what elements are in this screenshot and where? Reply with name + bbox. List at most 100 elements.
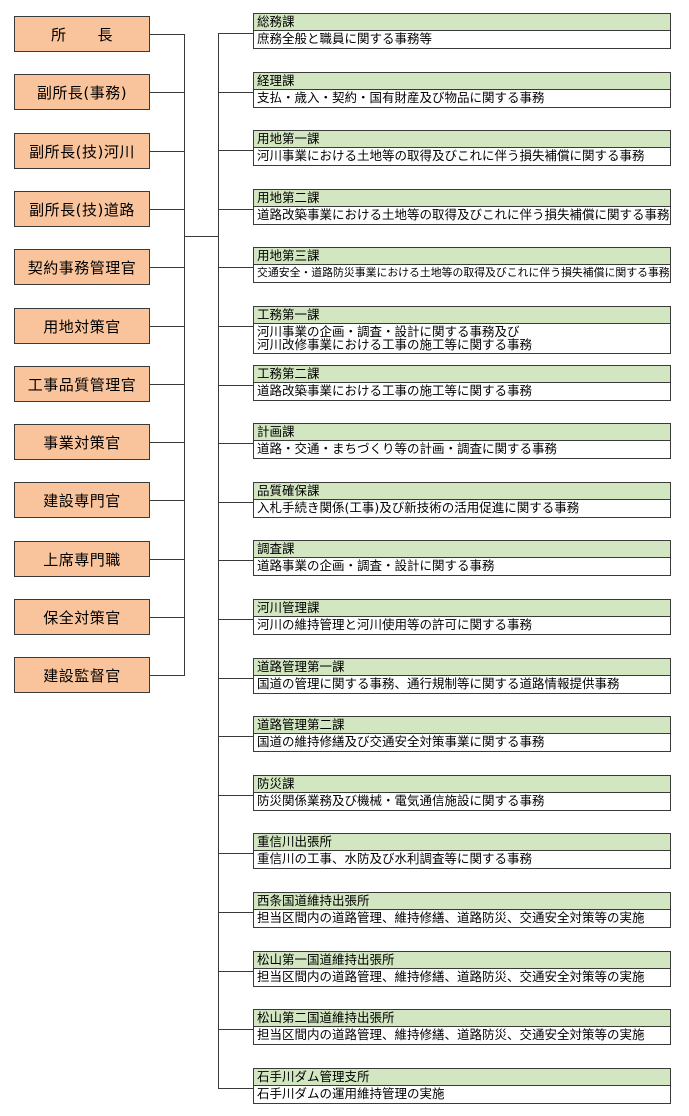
unit-connector [218, 443, 253, 444]
unit-name: 品質確保課 [253, 482, 671, 500]
unit-name: 計画課 [253, 423, 671, 441]
unit-name: 石手川ダム管理支所 [253, 1068, 671, 1086]
unit-duty: 道路・交通・まちづくり等の計画・調査に関する事務 [253, 441, 671, 459]
unit-name: 松山第一国道維持出張所 [253, 951, 671, 969]
officer-connector [150, 326, 184, 327]
officer-box: 事業対策官 [14, 424, 150, 460]
officer-connector [150, 151, 184, 152]
unit-connector [218, 678, 253, 679]
officer-connector [150, 559, 184, 560]
unit-duty-line: 重信川の工事、水防及び水利調査等に関する事務 [257, 851, 533, 866]
unit-duty: 庶務全般と職員に関する事務等 [253, 31, 671, 49]
unit-connector [218, 560, 253, 561]
unit-duty-line: 担当区間内の道路管理、維持修繕、道路防災、交通安全対策等の実施 [257, 969, 645, 984]
unit-box: 工務第一課河川事業の企画・調査・設計に関する事務及び河川改修事業における工事の施… [253, 306, 671, 354]
officer-title: 上席専門職 [43, 550, 121, 569]
officer-connector [150, 384, 184, 385]
officer-box: 工事品質管理官 [14, 366, 150, 402]
officer-bus-line [184, 34, 185, 676]
officer-connector [150, 617, 184, 618]
officer-title: 工事品質管理官 [27, 375, 137, 394]
unit-name: 河川管理課 [253, 599, 671, 617]
unit-name: 工務第二課 [253, 365, 671, 383]
unit-box: 用地第三課交通安全・道路防災事業における土地等の取得及びこれに伴う損失補償に関す… [253, 247, 671, 283]
unit-duty: 入札手続き関係(工事)及び新技術の活用促進に関する事務 [253, 500, 671, 518]
unit-duty: 担当区間内の道路管理、維持修繕、道路防災、交通安全対策等の実施 [253, 910, 671, 928]
unit-duty: 国道の管理に関する事務、通行規制等に関する道路情報提供事務 [253, 676, 671, 694]
unit-connector [218, 92, 253, 93]
unit-connector [218, 853, 253, 854]
officer-title: 保全対策官 [43, 608, 121, 627]
unit-name: 重信川出張所 [253, 833, 671, 851]
unit-box: 松山第二国道維持出張所担当区間内の道路管理、維持修繕、道路防災、交通安全対策等の… [253, 1009, 671, 1045]
unit-connector [218, 209, 253, 210]
unit-connector [218, 502, 253, 503]
unit-connector [218, 1029, 253, 1030]
officer-box: 副所長(事務) [14, 74, 150, 110]
unit-duty-line: 担当区間内の道路管理、維持修繕、道路防災、交通安全対策等の実施 [257, 1027, 645, 1042]
unit-duty-line: 河川の維持管理と河川使用等の許可に関する事務 [257, 617, 533, 632]
unit-duty: 防災関係業務及び機械・電気通信施設に関する事務 [253, 793, 671, 811]
unit-duty-line: 河川事業における土地等の取得及びこれに伴う損失補償に関する事務 [257, 148, 645, 163]
unit-duty: 重信川の工事、水防及び水利調査等に関する事務 [253, 851, 671, 869]
officer-title: 副所長(技)道路 [29, 200, 135, 219]
unit-name: 総務課 [253, 13, 671, 31]
unit-box: 松山第一国道維持出張所担当区間内の道路管理、維持修繕、道路防災、交通安全対策等の… [253, 951, 671, 987]
unit-box: 西条国道維持出張所担当区間内の道路管理、維持修繕、道路防災、交通安全対策等の実施 [253, 892, 671, 928]
unit-duty: 道路改築事業における土地等の取得及びこれに伴う損失補償に関する事務 [253, 207, 671, 225]
unit-duty-line: 国道の管理に関する事務、通行規制等に関する道路情報提供事務 [257, 676, 620, 691]
officer-title: 契約事務管理官 [27, 258, 137, 277]
officer-connector [150, 34, 184, 35]
unit-duty-line: 河川事業の企画・調査・設計に関する事務及び [257, 324, 520, 339]
bus-link-line [184, 236, 218, 237]
unit-duty: 交通安全・道路防災事業における土地等の取得及びこれに伴う損失補償に関する事務 [253, 265, 671, 283]
unit-box: 重信川出張所重信川の工事、水防及び水利調査等に関する事務 [253, 833, 671, 869]
unit-connector [218, 736, 253, 737]
unit-connector [218, 1088, 253, 1089]
unit-duty-line: 道路改築事業における工事の施工等に関する事務 [257, 383, 533, 398]
unit-connector [218, 912, 253, 913]
officer-box: 保全対策官 [14, 599, 150, 635]
officer-box: 用地対策官 [14, 308, 150, 344]
unit-name: 経理課 [253, 72, 671, 90]
officer-connector [150, 92, 184, 93]
unit-box: 道路管理第二課国道の維持修繕及び交通安全対策事業に関する事務 [253, 716, 671, 752]
unit-duty-line: 道路・交通・まちづくり等の計画・調査に関する事務 [257, 441, 558, 456]
unit-duty-line: 石手川ダムの運用維持管理の実施 [257, 1086, 445, 1101]
unit-connector [218, 150, 253, 151]
unit-duty-line: 道路事業の企画・調査・設計に関する事務 [257, 558, 495, 573]
unit-duty-line: 国道の維持修繕及び交通安全対策事業に関する事務 [257, 734, 545, 749]
officer-title: 副所長(事務) [36, 83, 128, 102]
unit-duty-line: 庶務全般と職員に関する事務等 [257, 31, 433, 46]
unit-box: 経理課支払・歳入・契約・国有財産及び物品に関する事務 [253, 72, 671, 108]
officer-title: 用地対策官 [43, 317, 121, 336]
unit-duty-line: 支払・歳入・契約・国有財産及び物品に関する事務 [257, 90, 545, 105]
unit-box: 計画課道路・交通・まちづくり等の計画・調査に関する事務 [253, 423, 671, 459]
officer-box: 建設専門官 [14, 482, 150, 518]
unit-duty-line: 交通安全・道路防災事業における土地等の取得及びこれに伴う損失補償に関する事務 [257, 266, 670, 279]
officer-title: 所 長 [50, 25, 113, 44]
unit-name: 西条国道維持出張所 [253, 892, 671, 910]
officer-connector [150, 267, 184, 268]
unit-box: 用地第一課河川事業における土地等の取得及びこれに伴う損失補償に関する事務 [253, 130, 671, 166]
unit-box: 用地第二課道路改築事業における土地等の取得及びこれに伴う損失補償に関する事務 [253, 189, 671, 225]
unit-box: 防災課防災関係業務及び機械・電気通信施設に関する事務 [253, 775, 671, 811]
unit-connector [218, 267, 253, 268]
unit-box: 品質確保課入札手続き関係(工事)及び新技術の活用促進に関する事務 [253, 482, 671, 518]
officer-box: 契約事務管理官 [14, 249, 150, 285]
unit-box: 調査課道路事業の企画・調査・設計に関する事務 [253, 540, 671, 576]
unit-duty-line: 担当区間内の道路管理、維持修繕、道路防災、交通安全対策等の実施 [257, 910, 645, 925]
officer-title: 建設専門官 [43, 491, 121, 510]
unit-duty-line: 入札手続き関係(工事)及び新技術の活用促進に関する事務 [257, 500, 580, 515]
unit-duty: 担当区間内の道路管理、維持修繕、道路防災、交通安全対策等の実施 [253, 1027, 671, 1045]
unit-box: 工務第二課道路改築事業における工事の施工等に関する事務 [253, 365, 671, 401]
unit-connector [218, 795, 253, 796]
unit-duty: 河川事業の企画・調査・設計に関する事務及び河川改修事業における工事の施工等に関す… [253, 324, 671, 354]
officer-box: 副所長(技)道路 [14, 191, 150, 227]
unit-box: 道路管理第一課国道の管理に関する事務、通行規制等に関する道路情報提供事務 [253, 658, 671, 694]
unit-duty: 支払・歳入・契約・国有財産及び物品に関する事務 [253, 90, 671, 108]
unit-box: 総務課庶務全般と職員に関する事務等 [253, 13, 671, 49]
unit-duty: 河川事業における土地等の取得及びこれに伴う損失補償に関する事務 [253, 148, 671, 166]
unit-box: 河川管理課河川の維持管理と河川使用等の許可に関する事務 [253, 599, 671, 635]
unit-duty: 石手川ダムの運用維持管理の実施 [253, 1086, 671, 1104]
